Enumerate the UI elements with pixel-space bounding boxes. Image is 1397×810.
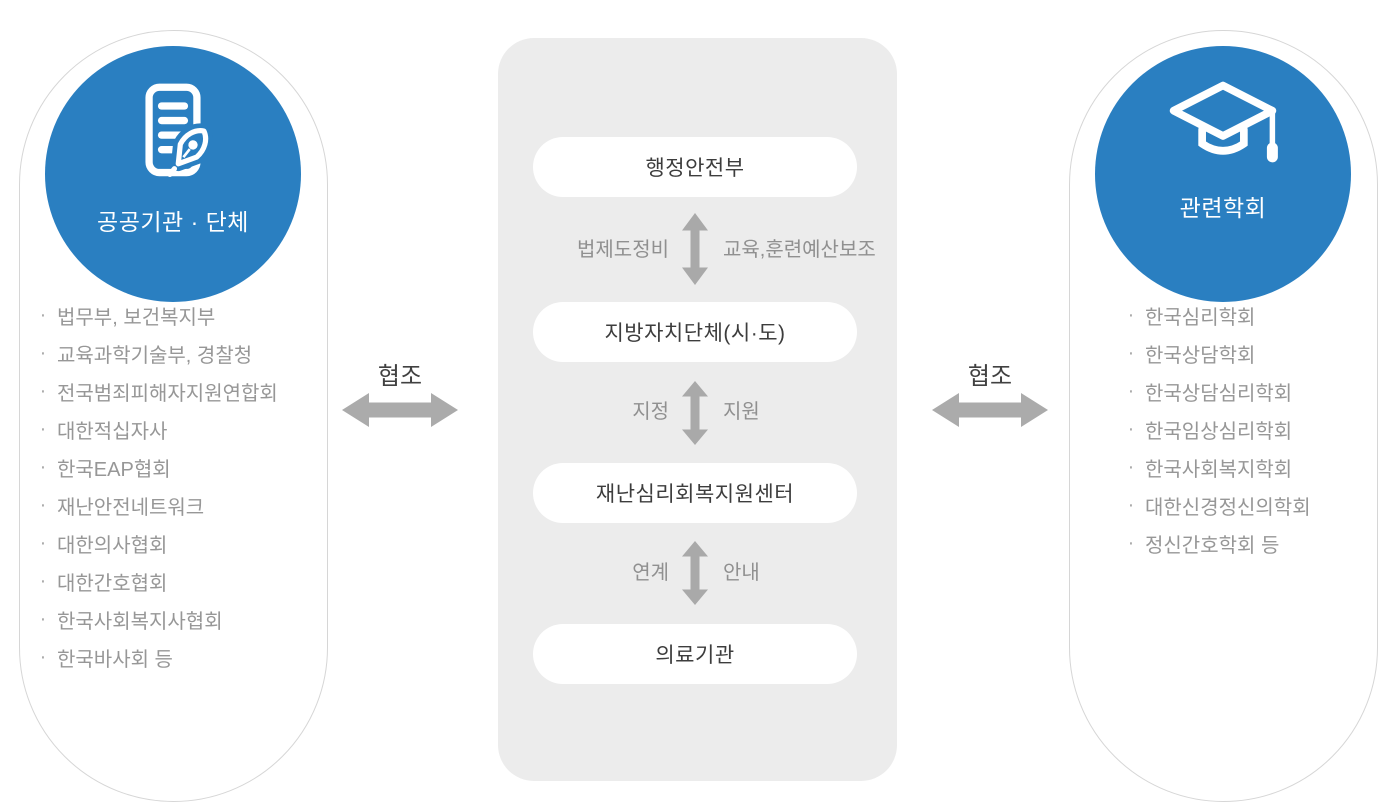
list-item-label: 한국사회복지학회 xyxy=(1145,458,1293,481)
list-item-label: 정신간호학회 등 xyxy=(1145,534,1280,557)
bullet-icon: · xyxy=(39,303,47,326)
link1-left-label: 법제도정비 xyxy=(577,239,669,261)
link3-right-label: 안내 xyxy=(723,562,760,584)
link2-left-label: 지정 xyxy=(632,401,669,423)
list-item-label: 법무부, 보건복지부 xyxy=(57,306,216,329)
bullet-icon: · xyxy=(39,569,47,592)
list-item: · 한국바사회 등 xyxy=(36,638,278,676)
link3-left-label: 연계 xyxy=(632,562,669,584)
list-item-label: 한국EAP협회 xyxy=(57,458,171,481)
double-arrow-horizontal-right-icon xyxy=(932,391,1048,434)
bullet-icon: · xyxy=(1127,303,1135,326)
list-item-label: 교육과학기술부, 경찰청 xyxy=(57,344,253,367)
list-item: · 대한신경정신의학회 xyxy=(1124,486,1311,524)
list-item: · 대한간호협회 xyxy=(36,562,278,600)
list-item: · 대한적십자사 xyxy=(36,410,278,448)
bullet-icon: · xyxy=(39,341,47,364)
link1-right-label: 교육,훈련예산보조 xyxy=(723,239,876,261)
bullet-icon: · xyxy=(39,645,47,668)
document-pen-icon xyxy=(121,80,225,189)
list-item-label: 대한의사협회 xyxy=(57,534,168,557)
list-item-label: 한국바사회 등 xyxy=(57,648,173,671)
public-orgs-bubble: 공공기관 · 단체 xyxy=(45,46,301,302)
academic-societies-bubble: 관련학회 xyxy=(1095,46,1351,302)
list-item-label: 전국범죄피해자지원연합회 xyxy=(57,382,278,405)
coop-label-left: 협조 xyxy=(377,363,423,390)
bullet-icon: · xyxy=(39,531,47,554)
double-arrow-horizontal-left-icon xyxy=(342,391,458,434)
flow-node-ministry: 행정안전부 xyxy=(533,137,857,197)
double-arrow-vertical-icon xyxy=(681,381,709,450)
coop-label-right: 협조 xyxy=(967,363,1013,390)
flow-node-support-center: 재난심리회복지원센터 xyxy=(533,463,857,523)
list-item: · 한국심리학회 xyxy=(1124,296,1311,334)
list-item-label: 대한간호협회 xyxy=(57,572,168,595)
list-item: · 전국범죄피해자지원연합회 xyxy=(36,372,278,410)
list-item: · 한국사회복지사협회 xyxy=(36,600,278,638)
list-item: · 재난안전네트워크 xyxy=(36,486,278,524)
flow-node-local-government: 지방자치단체(시·도) xyxy=(533,302,857,362)
list-item: · 한국사회복지학회 xyxy=(1124,448,1311,486)
list-item-label: 한국상담심리학회 xyxy=(1145,382,1293,405)
list-item-label: 대한신경정신의학회 xyxy=(1145,496,1311,519)
list-item: · 한국상담학회 xyxy=(1124,334,1311,372)
bullet-icon: · xyxy=(39,417,47,440)
list-item: · 한국상담심리학회 xyxy=(1124,372,1311,410)
bullet-icon: · xyxy=(39,493,47,516)
graduation-cap-icon xyxy=(1168,80,1278,175)
academic-societies-title: 관련학회 xyxy=(1179,195,1267,221)
list-item: · 한국임상심리학회 xyxy=(1124,410,1311,448)
list-item-label: 한국임상심리학회 xyxy=(1145,420,1293,443)
bullet-icon: · xyxy=(1127,417,1135,440)
list-item: · 교육과학기술부, 경찰청 xyxy=(36,334,278,372)
bullet-icon: · xyxy=(39,607,47,630)
list-item-label: 대한적십자사 xyxy=(57,420,168,443)
list-item-label: 재난안전네트워크 xyxy=(57,496,205,519)
link2-right-label: 지원 xyxy=(723,401,760,423)
list-item: · 법무부, 보건복지부 xyxy=(36,296,278,334)
list-item-label: 한국심리학회 xyxy=(1145,306,1256,329)
bullet-icon: · xyxy=(39,379,47,402)
double-arrow-vertical-icon xyxy=(681,213,709,290)
bullet-icon: · xyxy=(1127,341,1135,364)
list-item: · 한국EAP협회 xyxy=(36,448,278,486)
public-orgs-list: · 법무부, 보건복지부 · 교육과학기술부, 경찰청 · 전국범죄피해자지원연합회 · 대한… xyxy=(36,296,278,676)
flow-node-medical-institution: 의료기관 xyxy=(533,624,857,684)
list-item: · 정신간호학회 등 xyxy=(1124,524,1311,562)
list-item-label: 한국사회복지사협회 xyxy=(57,610,223,633)
bullet-icon: · xyxy=(1127,493,1135,516)
bullet-icon: · xyxy=(1127,455,1135,478)
public-orgs-title: 공공기관 · 단체 xyxy=(97,209,249,235)
academic-societies-list: · 한국심리학회 · 한국상담학회 · 한국상담심리학회 · 한국임상심리학회 · 한국사회복지학… xyxy=(1124,296,1311,562)
bullet-icon: · xyxy=(39,455,47,478)
bullet-icon: · xyxy=(1127,531,1135,554)
double-arrow-vertical-icon xyxy=(681,541,709,610)
list-item: · 대한의사협회 xyxy=(36,524,278,562)
bullet-icon: · xyxy=(1127,379,1135,402)
list-item-label: 한국상담학회 xyxy=(1145,344,1256,367)
